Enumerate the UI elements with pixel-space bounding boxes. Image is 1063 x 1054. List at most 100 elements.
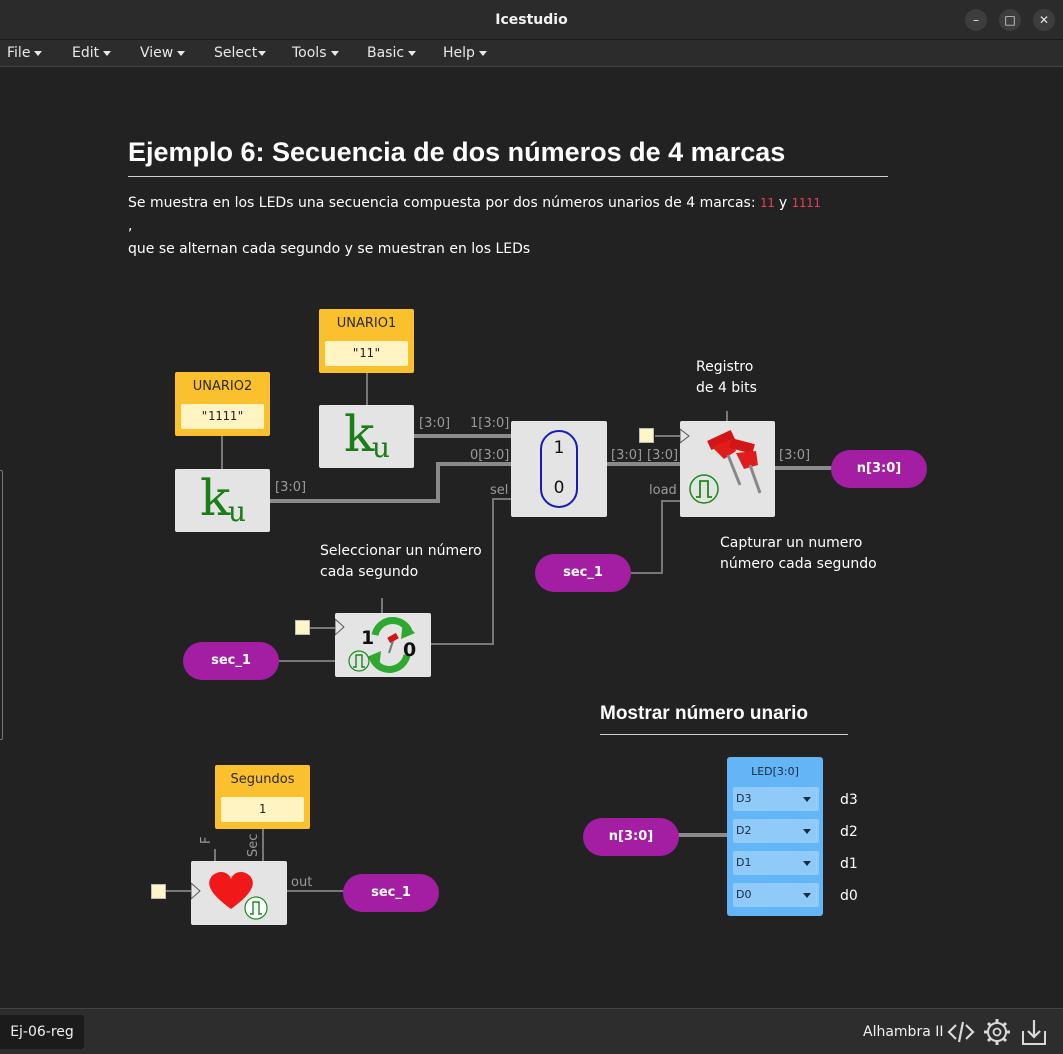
note-seleccionar: Seleccionar un número cada segundo [320,541,482,583]
section-title-rule [600,734,848,735]
menu-select-label: Select [214,45,258,61]
ku-u-glyph: u [372,431,391,464]
wire-toggle-clk [310,627,335,629]
menu-edit-label: Edit [72,45,100,61]
menu-select[interactable]: Select [214,45,267,61]
led-select-d0-value: D0 [736,888,752,901]
label-k1-out: [3:0] [419,416,451,431]
led-select-d3[interactable]: D3 [733,787,819,811]
unary-constant-block-1[interactable]: k u [319,405,414,468]
status-bar: Ej-06-reg Alhambra II [0,1008,1063,1054]
const-unario2[interactable]: UNARIO2 "1111" [175,372,270,436]
prescaler-clock-input[interactable] [151,884,166,899]
desc-code-1111: 1111 [791,196,821,210]
led-pin-d1: d1 [840,856,858,872]
note-seleccionar-line2: cada segundo [320,564,419,580]
bus-k2-horizontal [270,499,440,503]
led-select-d2[interactable]: D2 [733,819,819,843]
menu-tools[interactable]: Tools [292,45,339,61]
wire-toggle-out [430,643,494,645]
const-unario1[interactable]: UNARIO1 "11" [319,309,414,373]
bus-reg-to-pill [774,466,832,470]
bus-mux-to-reg [606,462,680,466]
board-selector[interactable]: Alhambra II [863,1024,944,1040]
register-clock-input[interactable] [639,428,654,443]
label-reg-out: [3:0] [779,448,811,463]
section-title-mostrar: Mostrar número unario [600,703,808,724]
led-pin-d3: d3 [840,792,858,808]
menu-file[interactable]: File [7,45,43,61]
wire-reg-clk [655,435,680,437]
const-unario1-value[interactable]: "11" [325,341,408,366]
wire-sel-horizontal [492,498,511,500]
menu-view-label: View [140,45,174,61]
doc-description: Se muestra en los LEDs una secuencia com… [128,192,828,261]
heart-icon [191,872,253,909]
const-segundos[interactable]: Segundos 1 [215,765,310,829]
pill-n-input[interactable]: n[3:0] [583,818,679,856]
menu-view[interactable]: View [140,45,186,61]
unary-constant-block-2[interactable]: k u [175,469,270,532]
minimize-icon[interactable]: – [965,9,987,31]
pushpin-icon [680,428,762,494]
maximize-icon[interactable]: □ [999,9,1021,31]
design-canvas[interactable]: Ejemplo 6: Secuencia de dos números de 4… [0,68,1063,1008]
wire-toggle-top [381,598,383,613]
close-icon[interactable]: ✕ [1033,9,1055,31]
toggle-flipflop-block[interactable]: 1 0 [335,613,431,677]
menu-edit[interactable]: Edit [72,45,112,61]
pill-sec-prescaler[interactable]: sec_1 [343,874,439,912]
caret-down-icon [258,50,267,56]
bus-n-to-led [678,833,728,837]
ku-k-glyph: k [344,405,375,463]
led-output-block[interactable]: LED[3:0] D3 D2 D1 D0 [727,757,823,916]
const-unario2-value[interactable]: "1111" [181,404,264,429]
const-unario1-name: UNARIO1 [336,316,397,331]
const-segundos-value[interactable]: 1 [221,797,304,822]
toggle-clock-input[interactable] [295,620,310,635]
led-select-d0[interactable]: D0 [733,883,819,907]
register-block[interactable] [680,421,775,517]
menu-basic-label: Basic [367,45,405,61]
pill-sec-toggle[interactable]: sec_1 [183,642,279,680]
desc-text-y: y [778,195,788,211]
wire-unario2 [221,432,223,469]
label-mux-in1: 1[3:0] [470,416,510,431]
bus-k2-to-mux [436,462,511,466]
note-seleccionar-line1: Seleccionar un número [320,543,482,559]
note-registro: Registro de 4 bits [696,357,757,399]
menu-basic[interactable]: Basic [367,45,417,61]
design-tab[interactable]: Ej-06-reg [0,1015,84,1049]
ku-u-glyph: u [228,495,247,528]
code-icon[interactable] [946,1017,976,1047]
doc-title-rule [128,176,888,177]
menu-bar: File Edit View Select Tools Basic Help [0,40,1063,67]
label-prescaler-sec: Sec [246,833,261,857]
caret-down-icon [330,50,339,56]
pill-n-output[interactable]: n[3:0] [831,450,927,488]
mux-label-0: 0 [553,478,565,498]
label-k2-out: [3:0] [275,480,307,495]
bus-k2-vertical [436,462,440,503]
menu-tools-label: Tools [292,45,327,61]
label-prescaler-out: out [291,875,313,890]
note-registro-line2: de 4 bits [696,380,757,396]
note-capturar-line2: número cada segundo [720,556,877,572]
led-select-d1[interactable]: D1 [733,851,819,875]
prescaler-block[interactable] [191,861,287,925]
title-bar: Icestudio – □ ✕ [0,0,1063,40]
clock-pulse-icon [244,896,268,920]
caret-down-icon [478,50,487,56]
download-icon[interactable] [1019,1017,1049,1047]
dropdown-arrow-icon [803,797,811,802]
wire-sel-vertical [492,498,494,645]
desc-text-2: que se alternan cada segundo y se muestr… [128,241,531,257]
pill-sec-register[interactable]: sec_1 [535,554,631,592]
wire-unario1 [366,372,368,406]
settings-gear-icon[interactable] [982,1017,1012,1047]
canvas-side-handle[interactable] [0,470,3,740]
mux-block[interactable]: 1 0 [511,421,607,517]
menu-help[interactable]: Help [443,45,487,61]
led-pin-d2: d2 [840,824,858,840]
